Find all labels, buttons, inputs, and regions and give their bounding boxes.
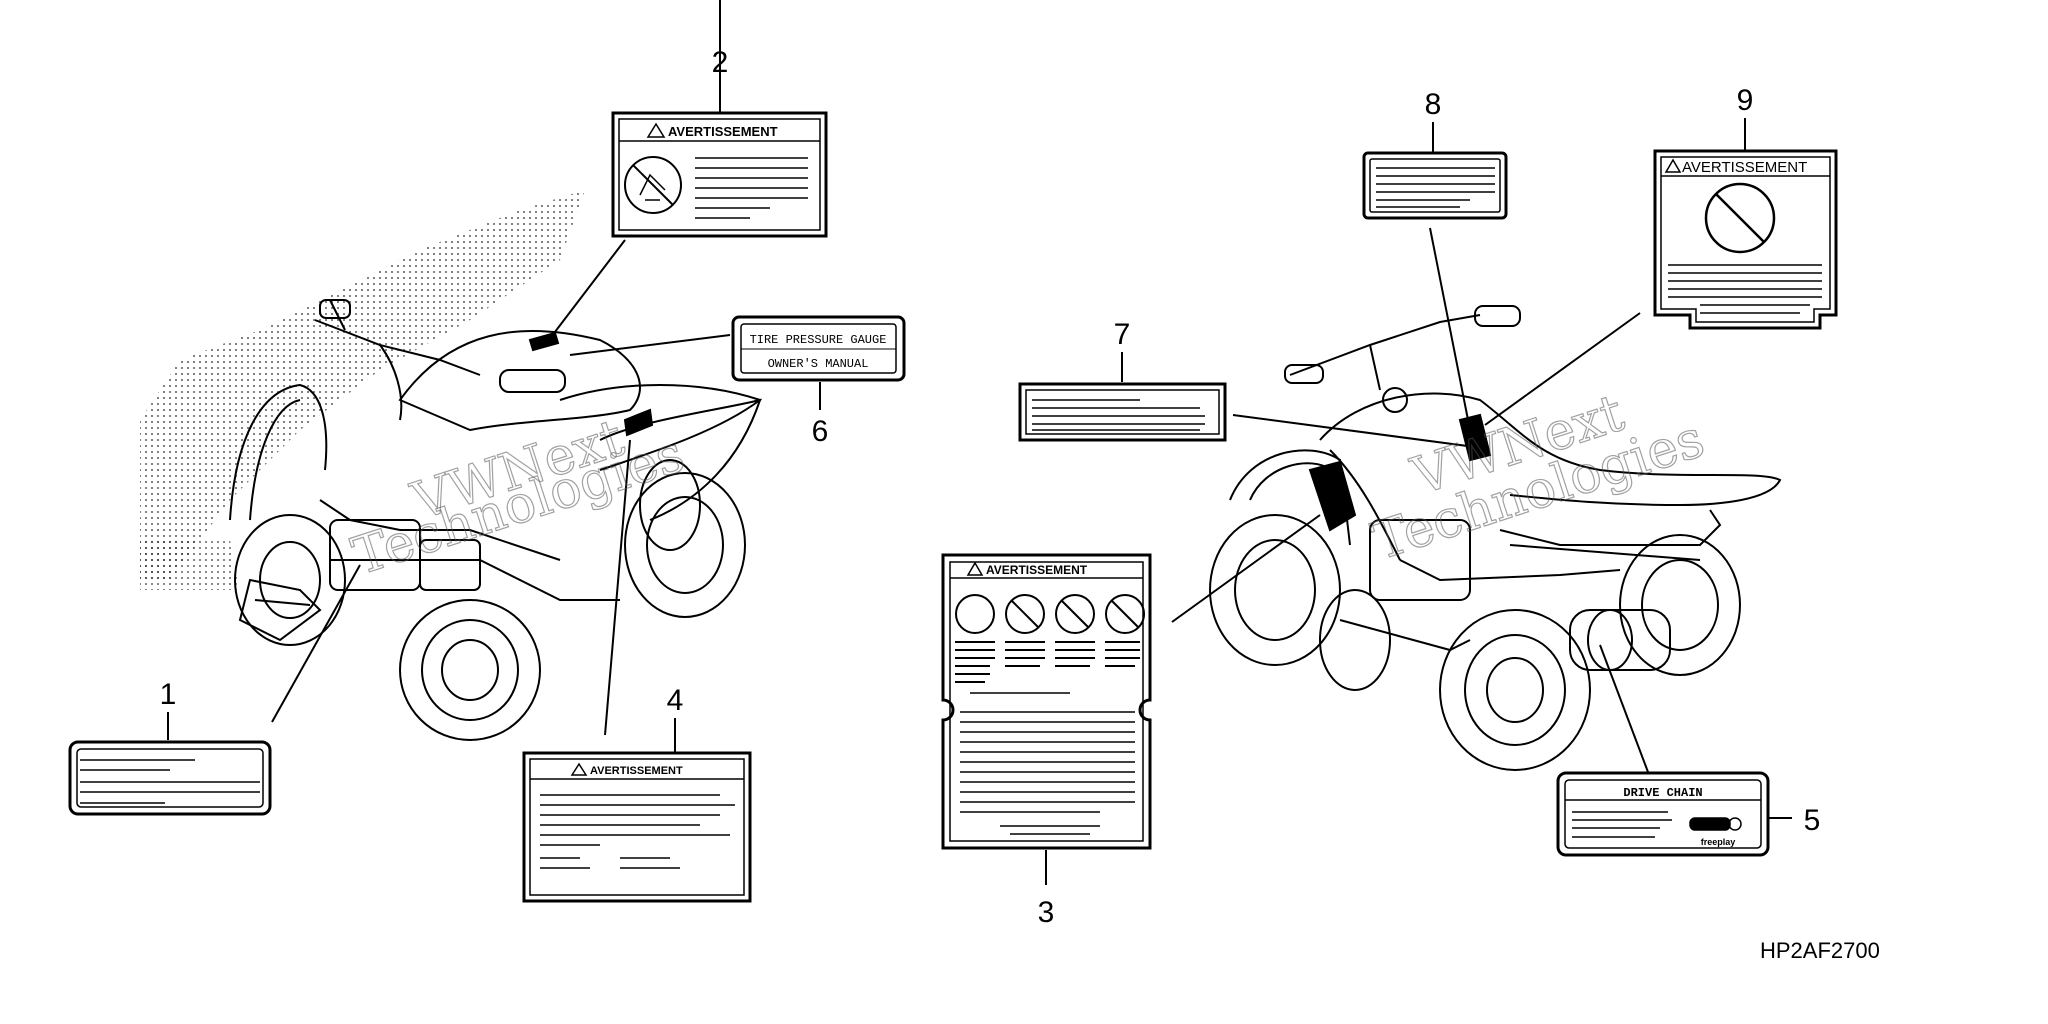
tire-gauge-text: TIRE PRESSURE GAUGE — [750, 333, 887, 347]
owners-manual-text: OWNER'S MANUAL — [768, 357, 869, 371]
drive-chain-text: DRIVE CHAIN — [1623, 786, 1702, 800]
prohibition-icon — [1055, 594, 1095, 634]
callout-3: 3 — [1038, 896, 1055, 929]
callout-5: 5 — [1804, 804, 1821, 837]
watermark-left: VWNext Technologies — [345, 407, 692, 588]
callout-4: 4 — [667, 684, 684, 717]
prohibition-icon — [1005, 594, 1045, 634]
prohibition-icon — [1105, 594, 1145, 634]
label-1 — [68, 712, 272, 816]
freeplay-text: freeplay — [1701, 837, 1736, 847]
callout-6: 6 — [812, 415, 829, 448]
left-atv-illustration — [140, 190, 763, 741]
warning-triangle-icon — [966, 561, 984, 576]
warning-triangle-icon — [1664, 158, 1682, 173]
callout-9: 9 — [1737, 84, 1754, 117]
callout-numbers: 2 6 1 4 7 8 9 3 5 — [160, 46, 1821, 929]
label-3: AVERTISSEMENT — [941, 553, 1152, 885]
label-8 — [1362, 122, 1508, 220]
leader-lines-right — [1171, 227, 1649, 773]
no-passenger-icon — [624, 156, 682, 214]
circle-icon — [955, 594, 995, 634]
watermark-right: VWNext Technologies — [1365, 382, 1712, 573]
label-5: DRIVE CHAIN freeplay — [1556, 771, 1792, 857]
label-2-header: AVERTISSEMENT — [668, 124, 778, 139]
right-atv-illustration — [1209, 305, 1782, 771]
chain-icon — [1689, 817, 1742, 831]
label-4: AVERTISSEMENT — [522, 718, 752, 903]
callout-8: 8 — [1425, 88, 1442, 121]
label-4-header: AVERTISSEMENT — [590, 765, 683, 777]
label-7 — [1018, 352, 1227, 442]
prohibition-icon — [1704, 182, 1776, 254]
warning-triangle-icon — [570, 762, 588, 776]
label-9-header: AVERTISSEMENT — [1682, 159, 1807, 176]
callout-7: 7 — [1114, 318, 1131, 351]
label-9: AVERTISSEMENT — [1653, 118, 1838, 330]
diagram-code: HP2AF2700 — [1760, 938, 1880, 963]
callout-2: 2 — [712, 46, 729, 79]
label-3-header: AVERTISSEMENT — [986, 563, 1088, 577]
callout-1: 1 — [160, 678, 177, 711]
label-6: TIRE PRESSURE GAUGE OWNER'S MANUAL — [731, 315, 906, 410]
warning-triangle-icon — [646, 122, 666, 138]
label-2: AVERTISSEMENT — [611, 78, 828, 238]
